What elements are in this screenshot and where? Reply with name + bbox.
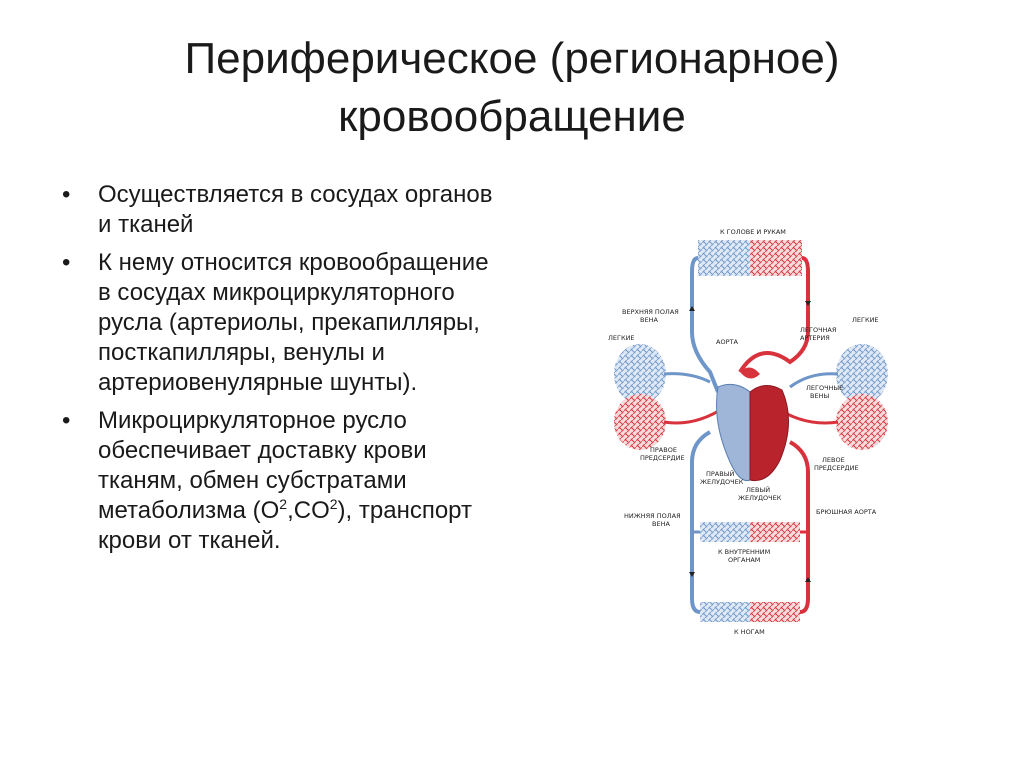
label-pulm-art-2: АРТЕРИЯ (800, 334, 830, 342)
label-pulm-art-1: ЛЕГОЧНАЯ (800, 326, 836, 334)
label-rv-1: ПРАВЫЙ (706, 469, 734, 478)
label-organs-1: К ВНУТРЕННИМ (718, 548, 770, 556)
bullet-item: Микроциркуляторное русло обеспечивает до… (60, 406, 500, 556)
bullet-list: Осуществляется в сосудах органов и ткане… (60, 180, 500, 564)
heart-left-side (749, 385, 790, 482)
label-pulm-veins-2: ВЕНЫ (810, 392, 829, 400)
circulation-diagram-svg: К ГОЛОВЕ И РУКАМ ВЕРХНЯЯ ПОЛАЯ ВЕНА ЛЕГК… (608, 228, 888, 636)
arrow-icon (805, 301, 811, 306)
label-svc-1: ВЕРХНЯЯ ПОЛАЯ (622, 308, 679, 316)
label-legs: К НОГАМ (734, 628, 765, 636)
head-capillary-arterial (750, 240, 802, 276)
circulation-diagram: К ГОЛОВЕ И РУКАМ ВЕРХНЯЯ ПОЛАЯ ВЕНА ЛЕГК… (600, 222, 900, 642)
label-la-1: ЛЕВОЕ (822, 456, 845, 464)
label-aorta: АОРТА (716, 338, 738, 346)
organs-capillary-arterial (750, 522, 800, 542)
arrow-icon (689, 306, 695, 311)
slide-title: Периферическое (регионарное) кровообраще… (60, 30, 964, 146)
superior-vena-cava (690, 256, 720, 393)
label-rv-2: ЖЕЛУДОЧЕК (700, 478, 744, 486)
label-ra-1: ПРАВОЕ (650, 446, 677, 454)
label-lv-1: ЛЕВЫЙ (746, 485, 770, 494)
head-capillary-venous (698, 240, 750, 276)
label-ra-2: ПРЕДСЕРДИЕ (640, 454, 685, 462)
bullet-item: Осуществляется в сосудах органов и ткане… (60, 180, 500, 240)
label-head-arms: К ГОЛОВЕ И РУКАМ (720, 228, 786, 236)
label-la-2: ПРЕДСЕРДИЕ (814, 464, 859, 472)
heart-arteries-knot (740, 367, 760, 379)
abdominal-aorta (788, 440, 810, 614)
label-lungs-left: ЛЕГКИЕ (608, 334, 635, 342)
left-lung-arterial (614, 394, 666, 450)
label-lv-2: ЖЕЛУДОЧЕК (738, 494, 782, 502)
pulmonary-veins (663, 372, 839, 389)
label-organs-2: ОРГАНАМ (728, 556, 760, 564)
arrow-icon (805, 577, 811, 582)
title-line-1: Периферическое (регионарное) (184, 34, 840, 83)
right-lung-arterial (836, 394, 888, 450)
label-abd-aorta: БРЮШНАЯ АОРТА (816, 508, 877, 516)
arrow-icon (689, 572, 695, 577)
inferior-vena-cava (690, 430, 712, 614)
label-svc-2: ВЕНА (640, 316, 658, 324)
organs-capillary-venous (700, 522, 750, 542)
legs-capillary-venous (700, 602, 750, 622)
heart-right-side (716, 383, 751, 482)
label-lungs-right: ЛЕГКИЕ (852, 316, 879, 324)
label-pulm-veins-1: ЛЕГОЧНЫЕ (806, 384, 843, 392)
left-lung-venous (614, 344, 666, 404)
label-ivc-1: НИЖНЯЯ ПОЛАЯ (624, 512, 681, 520)
bullet-item: К нему относится кровообращение в сосуда… (60, 248, 500, 398)
title-line-2: кровообращение (338, 92, 686, 141)
right-lung-venous (836, 344, 888, 404)
label-ivc-2: ВЕНА (652, 520, 670, 528)
legs-capillary-arterial (750, 602, 800, 622)
aorta-arch (738, 256, 810, 374)
